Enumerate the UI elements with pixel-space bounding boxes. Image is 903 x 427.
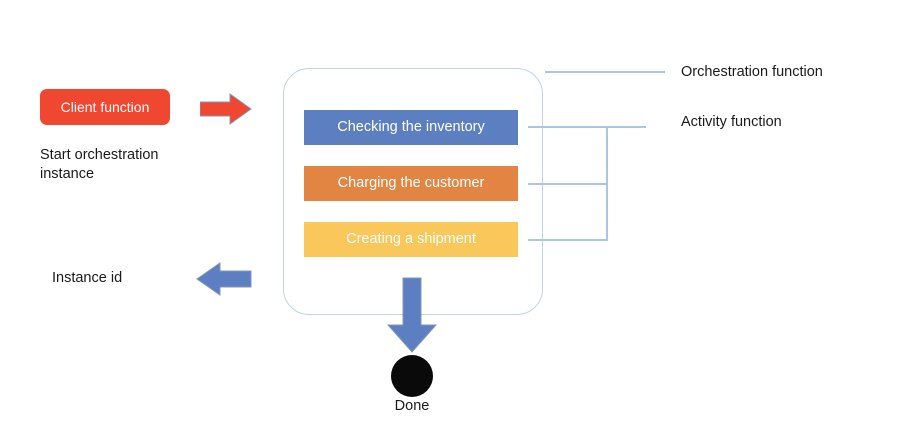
leader-line-activity-bus [606, 126, 608, 241]
activity-box-creating-a-shipment: Creating a shipment [304, 222, 518, 257]
done-label: Done [394, 398, 430, 414]
client-function-box: Client function [40, 89, 170, 125]
leader-line-orchestration [545, 71, 665, 73]
leader-line-activity-0 [528, 126, 646, 128]
leader-line-activity-2 [528, 239, 608, 241]
leader-line-activity-1 [528, 183, 608, 185]
activity-box-checking-the-inventory: Checking the inventory [304, 110, 518, 145]
activity-box-label: Creating a shipment [346, 231, 476, 248]
arrow-down-icon [386, 277, 438, 353]
arrow-left-icon [196, 262, 252, 296]
orchestration-function-label: Orchestration function [681, 64, 823, 80]
start-orchestration-caption: Start orchestration instance [40, 147, 159, 182]
activity-box-label: Charging the customer [337, 175, 485, 192]
activity-box-label: Checking the inventory [337, 119, 485, 136]
activity-box-charging-the-customer: Charging the customer [304, 166, 518, 201]
activity-function-label: Activity function [681, 114, 782, 130]
arrow-right-icon [200, 93, 252, 125]
filled-circle-icon [391, 355, 433, 397]
client-function-label: Client function [60, 99, 150, 115]
instance-id-caption: Instance id [52, 270, 123, 286]
